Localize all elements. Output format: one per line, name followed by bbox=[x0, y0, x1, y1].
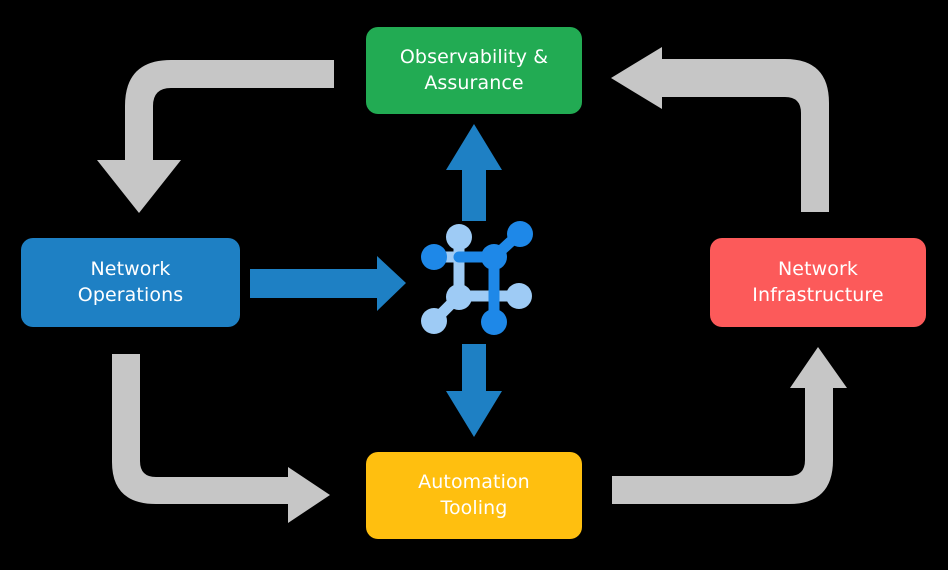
node-label-network-operations: Network Operations bbox=[77, 257, 184, 306]
blue-arrow-operations-to-center bbox=[250, 256, 406, 311]
blue-arrow-center-to-automation bbox=[446, 344, 502, 437]
node-box-network-operations[interactable]: Network Operations bbox=[21, 238, 240, 327]
gray-arrow-automation-to-infrastructure bbox=[612, 347, 847, 504]
blue-arrow-center-to-observability bbox=[446, 124, 502, 221]
node-box-automation-tooling[interactable]: Automation Tooling bbox=[366, 452, 582, 539]
node-box-network-infrastructure[interactable]: Network Infrastructure bbox=[710, 238, 926, 327]
gray-arrow-infrastructure-to-observability bbox=[611, 47, 829, 212]
gray-arrow-operations-to-automation bbox=[112, 354, 330, 523]
gray-arrow-observability-to-operations bbox=[97, 60, 334, 213]
network-icon-nodes bbox=[421, 221, 533, 335]
network-icon-links bbox=[428, 228, 525, 328]
node-box-observability-assurance[interactable]: Observability & Assurance bbox=[366, 27, 582, 114]
node-label-observability-assurance: Observability & Assurance bbox=[399, 45, 549, 94]
node-label-automation-tooling: Automation Tooling bbox=[418, 470, 530, 519]
node-label-network-infrastructure: Network Infrastructure bbox=[752, 257, 884, 306]
